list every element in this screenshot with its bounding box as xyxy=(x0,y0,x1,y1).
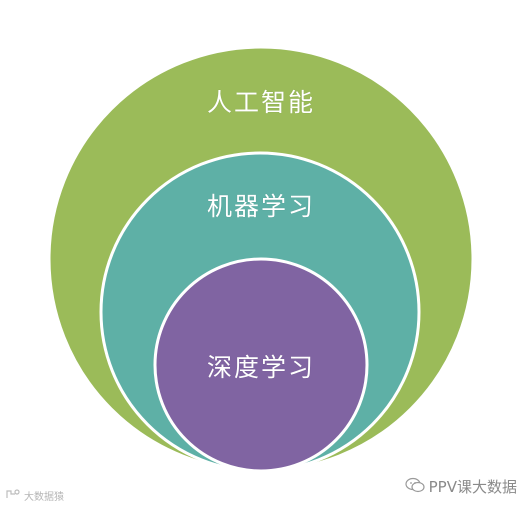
watermark-right-text: PPV课大数据 xyxy=(428,478,517,496)
label-artificial-intelligence: 人工智能 xyxy=(206,88,316,117)
watermark-left: 大数据猿 xyxy=(6,488,64,503)
watermark-right: PPV课大数据 xyxy=(405,476,517,497)
label-deep-learning: 深度学习 xyxy=(206,353,316,382)
watermark-left-text: 大数据猿 xyxy=(24,492,64,503)
wechat-icon xyxy=(405,477,425,497)
circle-deep-learning xyxy=(153,257,369,473)
logo-icon xyxy=(6,489,20,502)
label-machine-learning: 机器学习 xyxy=(206,192,316,221)
